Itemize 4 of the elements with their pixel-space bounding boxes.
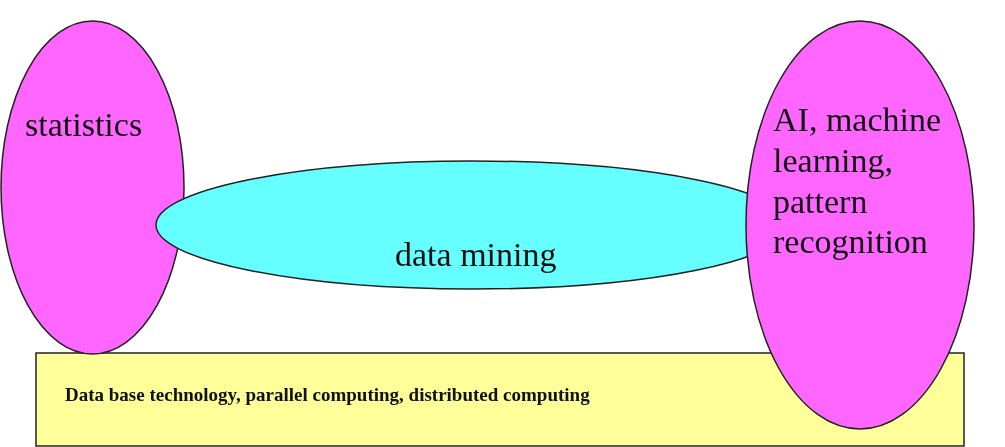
node-label: Data base technology, parallel computing, distributed computing bbox=[65, 384, 591, 407]
node-label: AI, machine learning, pattern recognition bbox=[773, 100, 943, 263]
node-label: data mining bbox=[395, 235, 558, 275]
node-label: statistics bbox=[25, 105, 144, 145]
